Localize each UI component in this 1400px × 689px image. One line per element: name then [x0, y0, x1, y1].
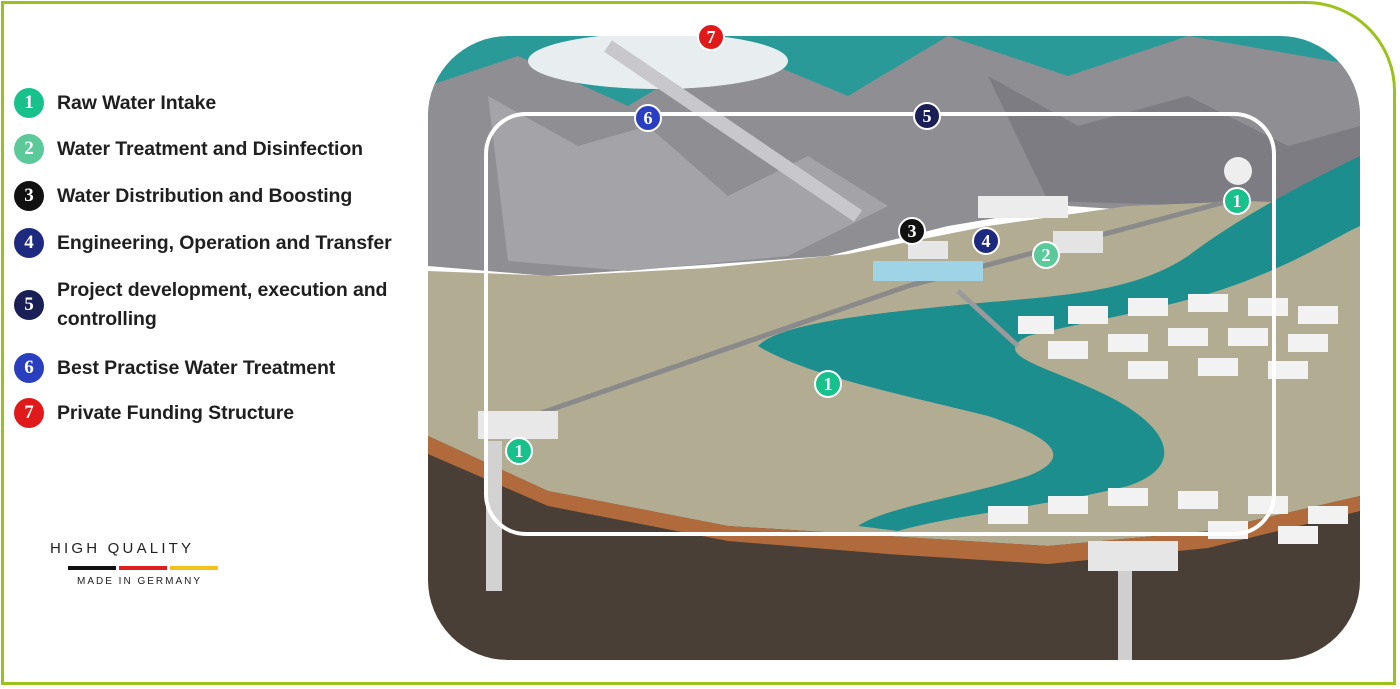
scene-svg — [428, 36, 1360, 660]
legend-number: 5 — [14, 290, 44, 320]
flag-stripe-red — [119, 566, 167, 570]
legend-label: Best Practise Water Treatment — [57, 357, 336, 379]
marker-raw-water-intake: 1 — [505, 437, 533, 465]
legend-item-project-development: 5 Project development, execution and con… — [14, 276, 407, 334]
legend-label: Raw Water Intake — [57, 92, 217, 114]
cliff-edge — [428, 436, 1360, 564]
river — [758, 156, 1360, 531]
penstock — [604, 40, 862, 222]
plant-annex — [1053, 231, 1103, 253]
legend-number: 7 — [14, 398, 44, 428]
legend-label: Engineering, Operation and Transfer — [57, 232, 392, 254]
legend-item-private-funding: 7 Private Funding Structure — [14, 398, 294, 428]
legend-number: 1 — [14, 88, 44, 118]
flag-stripe-gold — [170, 566, 218, 570]
project-scope-frame — [484, 112, 1276, 536]
mountain-highlight — [488, 96, 888, 271]
legend-label: Project development, execution and contr… — [57, 279, 388, 330]
badge-subtitle: MADE IN GERMANY — [77, 576, 203, 587]
plant-building — [978, 196, 1068, 218]
reservoir — [528, 36, 788, 89]
marker-engineering: 4 — [972, 227, 1000, 255]
marker-private-funding: 7 — [697, 23, 725, 51]
marker-raw-water-intake: 1 — [814, 370, 842, 398]
flag-stripe-black — [68, 566, 116, 570]
legend-item-engineering: 4 Engineering, Operation and Transfer — [14, 228, 392, 258]
legend-label: Private Funding Structure — [57, 402, 294, 424]
legend-label: Water Treatment and Disinfection — [57, 138, 363, 160]
water-plant-illustration — [428, 36, 1360, 660]
legend-item-best-practise: 6 Best Practise Water Treatment — [14, 353, 335, 383]
plant-tanks — [908, 241, 948, 259]
town — [988, 294, 1348, 544]
legend-number: 4 — [14, 228, 44, 258]
legend-number: 3 — [14, 181, 44, 211]
legend-number: 2 — [14, 134, 44, 164]
mountain-shadow — [988, 76, 1360, 206]
pipeline-branch — [956, 289, 1020, 348]
pump-house — [1088, 541, 1178, 571]
legend: 1 Raw Water Intake 2 Water Treatment and… — [14, 0, 434, 440]
marker-raw-water-intake: 1 — [1223, 187, 1251, 215]
tower-dome — [1224, 157, 1252, 185]
marker-water-distribution: 3 — [898, 217, 926, 245]
legend-number: 6 — [14, 353, 44, 383]
quality-badge: HIGH QUALITY MADE IN GERMANY — [50, 540, 240, 590]
legend-item-water-treatment: 2 Water Treatment and Disinfection — [14, 134, 363, 164]
badge-title: HIGH QUALITY — [50, 540, 195, 557]
marker-best-practise: 6 — [634, 104, 662, 132]
legend-item-water-distribution: 3 Water Distribution and Boosting — [14, 181, 352, 211]
treatment-basins — [873, 261, 983, 281]
legend-label: Water Distribution and Boosting — [57, 185, 353, 207]
intake-structure — [478, 411, 558, 439]
marker-water-treatment: 2 — [1032, 241, 1060, 269]
pipeline — [517, 193, 1249, 424]
pump-shaft — [1118, 571, 1132, 660]
legend-item-raw-water-intake: 1 Raw Water Intake — [14, 88, 216, 118]
marker-project-development: 5 — [913, 102, 941, 130]
